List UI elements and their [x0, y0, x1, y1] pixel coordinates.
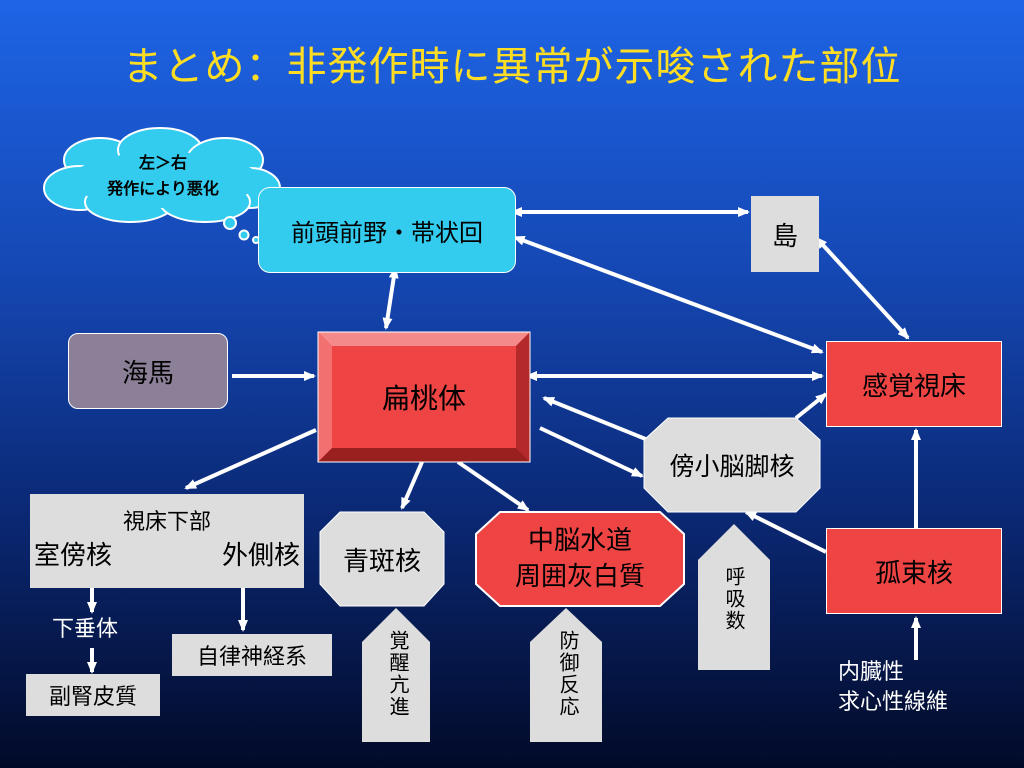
amygdala-label: 扁桃体 [381, 382, 466, 415]
parabrachial-label: 傍小脳脚核 [669, 452, 795, 481]
slide-title: まとめ：非発作時に異常が示唆された部位 [122, 44, 902, 90]
node-amygdala: 扁桃体 [332, 346, 516, 448]
cloud-line2: 発作により悪化 [107, 179, 219, 198]
amygdala-bevel [317, 331, 531, 463]
hypothalamus-title: 視床下部 [122, 510, 211, 535]
node-sensory-thalamus: 感覚視床 [826, 341, 1002, 427]
respiration-shape [698, 524, 770, 670]
autonomic-label: 自律神経系 [196, 645, 307, 670]
locus-label: 青斑核 [342, 546, 421, 577]
node-autonomic: 自律神経系 [172, 634, 332, 676]
defense-shape [530, 608, 602, 742]
thalamus-label: 感覚視床 [861, 371, 966, 402]
nts-label: 孤束核 [874, 558, 953, 589]
locus-shape [319, 511, 445, 607]
insula-label: 島 [771, 221, 798, 252]
node-frontal-cingulate: 前頭前野・帯状回 [258, 187, 516, 273]
node-locus-coeruleus: 青斑核 [320, 512, 444, 606]
node-adrenal-cortex: 副腎皮質 [26, 674, 160, 716]
afferent-line2: 求心性線維 [838, 690, 949, 715]
frontal-label: 前頭前野・帯状回 [291, 218, 483, 247]
hippocampus-label: 海馬 [121, 358, 174, 389]
thought-cloud [43, 127, 281, 244]
node-pag: 中脳水道 周囲灰白質 [476, 512, 684, 606]
respiration-label: 呼吸数 [722, 566, 746, 632]
parabrachial-shape [643, 417, 821, 513]
pituitary-label: 下垂体 [52, 617, 119, 642]
cloud-note: 左＞右 発作により悪化 [58, 150, 268, 202]
defense-label: 防御反応 [556, 630, 580, 718]
visceral-afferent-label: 内臓性 求心性線維 [838, 658, 948, 718]
paraventricular-label: 室傍核 [34, 541, 113, 571]
node-hippocampus: 海馬 [68, 333, 228, 409]
hypothalamus-nuclei: 室傍核 外側核 [34, 538, 300, 574]
arousal-label: 覚醒亢進 [386, 630, 410, 718]
adrenal-label: 副腎皮質 [48, 685, 137, 710]
node-hypothalamus: 視床下部 室傍核 外側核 [30, 494, 304, 588]
node-insula: 島 [751, 196, 819, 272]
pag-line2: 周囲灰白質 [514, 562, 645, 592]
pag-line1: 中脳水道 [527, 526, 632, 556]
cloud-line1: 左＞右 [138, 153, 187, 172]
arousal-shape [362, 608, 430, 742]
node-nts: 孤束核 [826, 528, 1002, 614]
node-parabrachial: 傍小脳脚核 [644, 418, 820, 512]
pag-shape [475, 511, 685, 607]
lateral-label: 外側核 [221, 541, 300, 571]
afferent-line1: 内臓性 [838, 660, 905, 685]
